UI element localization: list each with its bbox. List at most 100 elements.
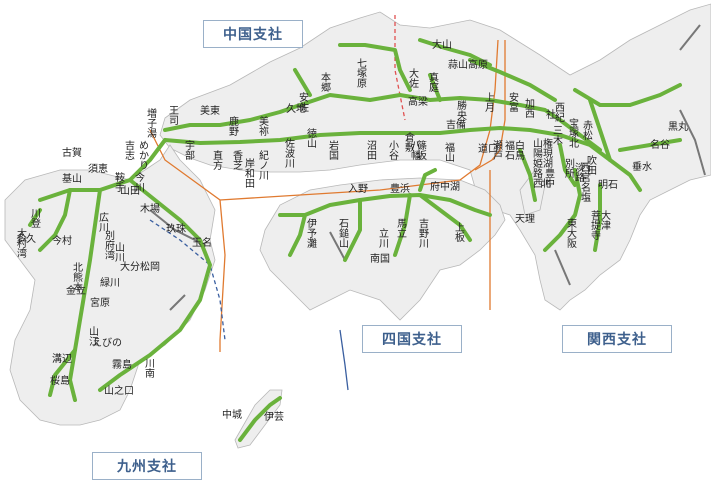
station-label-chugoku: 増子湯 xyxy=(145,107,157,139)
station-label-chugoku: 明石 xyxy=(598,179,618,191)
expressway-route xyxy=(558,143,577,187)
expressway-route xyxy=(618,138,682,152)
expressway-route xyxy=(98,178,212,392)
shikoku-branch-label: 四国支社 xyxy=(362,325,462,353)
station-label-chugoku: 上月 xyxy=(483,92,495,113)
station-label-chugoku: 香芝 xyxy=(231,150,243,171)
station-label-chugoku: 東大阪 xyxy=(565,217,577,249)
station-label-chugoku: 久地 xyxy=(286,102,306,115)
other-road xyxy=(169,294,186,311)
station-label-chugoku: 吉志 xyxy=(123,140,135,160)
station-label-chugoku: 直方 xyxy=(211,149,223,171)
shikoku-landmass xyxy=(259,177,506,321)
expressway-route xyxy=(468,58,557,102)
station-label-chugoku: 美東 xyxy=(200,104,220,117)
honshu-landmass xyxy=(159,3,711,311)
station-label-chugoku: 小谷 xyxy=(387,140,399,161)
chugoku-shikoku-boundary xyxy=(219,39,499,201)
station-label-chugoku: 加西 xyxy=(523,98,535,118)
station-label-chugoku: 安佐 xyxy=(297,91,309,113)
station-label-chugoku: 真庭 xyxy=(427,71,439,93)
station-label-kyushu: 金立 xyxy=(66,284,86,297)
station-label-chugoku: 西紀 xyxy=(553,102,565,122)
kyushu-branch-label: 九州支社 xyxy=(92,452,202,480)
station-label-chugoku: 勝央 xyxy=(455,99,467,121)
other-road xyxy=(149,209,206,246)
station-label-kyushu: 山之口 xyxy=(104,384,134,397)
expressway-route xyxy=(38,188,72,252)
station-label-shikoku: 吉野川 xyxy=(417,218,429,248)
station-label-chugoku: 天理 xyxy=(515,213,535,225)
station-label-kyushu: 玖珠 xyxy=(166,222,186,235)
station-label-chugoku: 別所 xyxy=(563,158,575,179)
other-road xyxy=(679,109,706,176)
kyushu-landmass xyxy=(4,144,216,426)
station-label-chugoku: 大佐 xyxy=(407,67,419,89)
station-label-chugoku: 三木 xyxy=(551,125,563,146)
station-label-chugoku: 北 xyxy=(539,178,551,188)
station-label-shikoku: 石鎚山 xyxy=(337,218,349,248)
kyushu-sea-boundary xyxy=(149,219,226,341)
station-label-kyushu: 大村湾 xyxy=(15,227,27,259)
station-label-chugoku: 西宮名塩 xyxy=(579,162,591,202)
station-label-kyushu: えびの xyxy=(92,337,122,349)
station-label-kyushu: 鞍手 xyxy=(113,171,125,193)
station-label-chugoku: 名谷 xyxy=(650,138,670,151)
station-label-kyushu: 別府湾 xyxy=(103,230,115,261)
station-label-chugoku: 倉敷 xyxy=(403,131,415,153)
station-label-chugoku: 黒丸 xyxy=(668,120,688,133)
kansai-branch-label: 関西支社 xyxy=(562,325,672,353)
station-label-shikoku: 豊浜 xyxy=(390,182,410,195)
station-label-chugoku: 徳山 xyxy=(305,127,317,148)
expressway-route xyxy=(163,126,612,162)
station-label-chugoku: 吹田 xyxy=(585,154,597,175)
station-label-chugoku: 七塚原 xyxy=(355,58,367,88)
other-roads-layer xyxy=(149,24,706,311)
expressway-route xyxy=(28,208,42,227)
station-label-kyushu: 山田 xyxy=(120,185,140,197)
station-label-kyushu: 霧島 xyxy=(112,358,132,371)
station-label-chugoku: めかり xyxy=(137,140,149,170)
station-label-chugoku: 安富 xyxy=(507,91,519,113)
station-label-kyushu: 木場 xyxy=(140,202,160,215)
expressway-route xyxy=(343,198,362,262)
station-label-shikoku: 馬立 xyxy=(395,218,407,238)
station-label-chugoku: 垂水 xyxy=(632,161,652,173)
station-label-chugoku: 道口 xyxy=(478,142,498,155)
station-label-shikoku: 立川 xyxy=(377,227,389,248)
station-label-kyushu: 須恵 xyxy=(88,162,108,175)
expressway-route xyxy=(608,158,642,192)
station-label-shikoku: 入野 xyxy=(348,183,368,195)
station-label-kyushu: 玉名 xyxy=(192,236,212,249)
station-label-chugoku: 菩提寺 xyxy=(589,210,601,240)
station-label-chugoku: 権現湖 xyxy=(541,137,553,169)
boundary-layer xyxy=(149,15,506,391)
station-label-kyushu: 川南 xyxy=(143,358,155,378)
expressway-route xyxy=(543,168,582,252)
station-label-chugoku: 福石 xyxy=(503,139,515,160)
expressway-route xyxy=(68,188,102,402)
station-label-chugoku: 赤松 xyxy=(581,120,593,141)
station-label-chugoku: 岸和田 xyxy=(243,158,255,188)
station-label-kyushu: 古賀 xyxy=(62,146,82,159)
expressway-route xyxy=(593,183,602,252)
station-label-chugoku: 高梁 xyxy=(408,95,428,108)
station-label-kyushu: 大分松岡 xyxy=(120,260,160,273)
station-label-kyushu: 山江 xyxy=(87,326,99,346)
station-label-chugoku: 福山 xyxy=(443,141,455,162)
expressway-route xyxy=(418,168,437,192)
station-label-chugoku: 篠坂 xyxy=(415,139,427,161)
station-label-chugoku: 八幡 xyxy=(409,140,421,161)
station-label-chugoku: 王司 xyxy=(167,105,179,125)
station-label-kyushu: 宮原 xyxy=(90,296,110,309)
station-label-kyushu: 広川 xyxy=(97,211,109,232)
expressway-route xyxy=(418,38,492,67)
station-label-chugoku: 本郷 xyxy=(319,71,331,93)
station-labels: 大山蒜山高原大佐真庭七塚原安佐本郷久地高梁勝央上月安富加西西紀社宝塚北赤松黒丸美… xyxy=(15,38,689,423)
station-label-kyushu: 中城 xyxy=(222,408,242,421)
station-label-chugoku: 佐波川 xyxy=(283,138,295,168)
station-label-chugoku: 大山 xyxy=(432,38,452,51)
expressway-route xyxy=(393,193,412,257)
station-label-chugoku: 宇部 xyxy=(183,139,195,161)
